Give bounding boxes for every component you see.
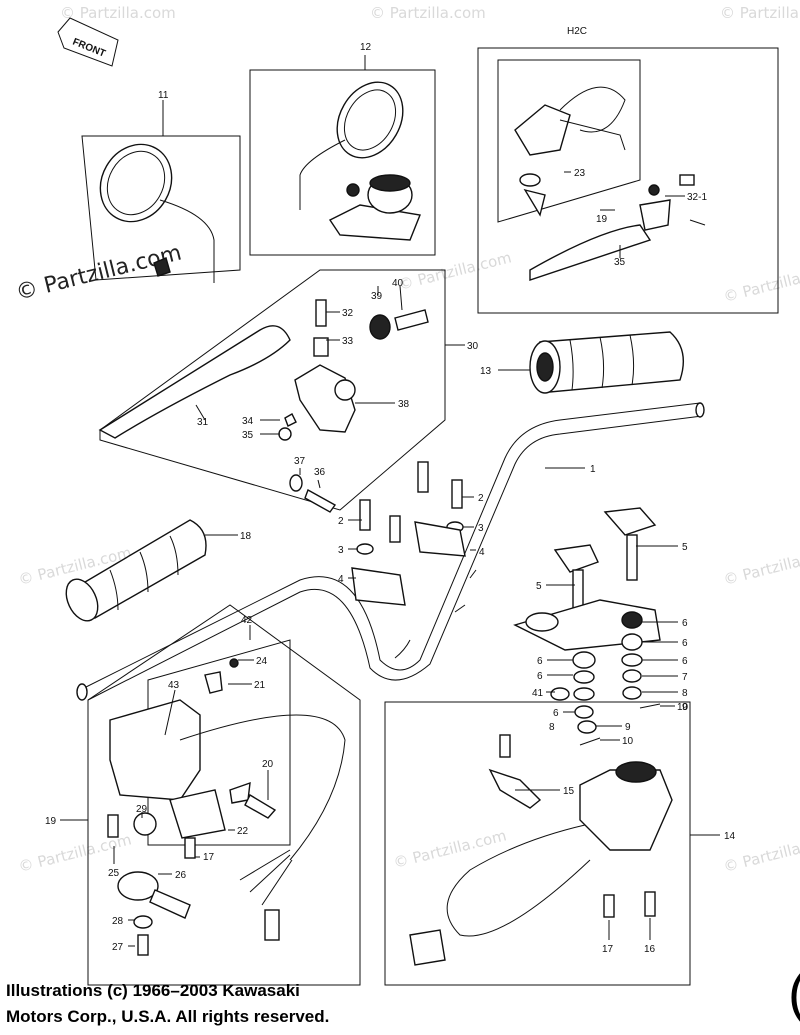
grip-right [529, 331, 684, 394]
callout-6: 6 [682, 618, 688, 629]
watermark: © Partzilla.com [722, 543, 800, 588]
callout-5: 5 [536, 581, 542, 592]
callout-6: 6 [682, 638, 688, 649]
mirror-right-inset: 12 [249, 42, 436, 256]
watermark: © Partzilla.com [720, 4, 800, 22]
callout-4: 4 [479, 547, 485, 558]
callout-13: 13 [480, 366, 492, 377]
watermark: © Partzilla.com [722, 260, 800, 305]
callout-36: 36 [314, 467, 326, 478]
mirror-left-inset: 11 [81, 90, 241, 283]
callout-8: 8 [549, 722, 555, 733]
front-arrow: FRONT [57, 17, 119, 67]
callout-32: 32 [342, 308, 354, 319]
callout-9: 9 [625, 722, 631, 733]
callout-18: 18 [240, 531, 252, 542]
callout-23: 23 [574, 168, 586, 179]
callout-8: 8 [682, 688, 688, 699]
callout-29: 29 [136, 804, 148, 815]
inset-label-mirror-left: 11 [158, 90, 169, 101]
callout-17: 17 [203, 852, 215, 863]
callout-24: 24 [256, 656, 268, 667]
callout-21: 21 [254, 680, 266, 691]
h2c-inset: H2C [477, 26, 779, 314]
inset-label-lever-group: 30 [467, 341, 479, 352]
inset-label-h2c: H2C [567, 26, 587, 37]
switch-right-inset [384, 701, 691, 986]
callout-6: 6 [553, 708, 559, 719]
callout-37: 37 [294, 456, 306, 467]
callout-7: 7 [682, 672, 688, 683]
callout-15: 15 [563, 786, 575, 797]
callout-40: 40 [392, 278, 404, 289]
callout-41: 41 [532, 688, 544, 699]
riser-assembly [513, 507, 661, 746]
front-label: FRONT [71, 37, 107, 60]
callout-3: 3 [478, 523, 484, 534]
callout-6: 6 [682, 656, 688, 667]
copyright-line-2: Motors Corp., U.S.A. All rights reserved… [6, 1007, 330, 1026]
callout-1: 1 [590, 464, 596, 475]
callout-2: 2 [338, 516, 344, 527]
callout-43: 43 [168, 680, 180, 691]
switch-left-inset: 42 [87, 604, 361, 986]
handlebar-clamps [351, 461, 466, 606]
lever-group-inset: 30 [98, 269, 479, 513]
callout-9: 9 [682, 702, 688, 713]
callout-labels: 1 2 2 3 3 4 4 5 5 6 6 6 6 6 6 7 8 8 9 9 … [45, 168, 736, 955]
callout-22: 22 [237, 826, 249, 837]
inset-label-mirror-right: 12 [360, 42, 372, 53]
callout-6: 6 [537, 656, 543, 667]
copyright-line-1: Illustrations (c) 1966–2003 Kawasaki [6, 981, 300, 1000]
callout-31: 31 [197, 417, 209, 428]
watermark: © Partzilla.com [60, 4, 176, 22]
callout-20: 20 [262, 759, 274, 770]
callout-26: 26 [175, 870, 187, 881]
callout-38: 38 [398, 399, 410, 410]
callout-27: 27 [112, 942, 124, 953]
callout-34: 34 [242, 416, 254, 427]
watermark: © Partzilla.com [392, 826, 509, 871]
callout-39: 39 [371, 291, 383, 302]
callout-28: 28 [112, 916, 124, 927]
callout-33: 33 [342, 336, 354, 347]
callout-3: 3 [338, 545, 344, 556]
callout-19: 19 [45, 816, 57, 827]
inset-label-switch-left: 42 [241, 615, 253, 626]
callout-17: 17 [602, 944, 614, 955]
watermark: © Partzilla.com [370, 4, 486, 22]
callout-35: 35 [242, 430, 254, 441]
handlebar [76, 402, 705, 701]
callout-leaders [60, 171, 720, 947]
callout-19: 19 [596, 214, 608, 225]
callout-10: 10 [622, 736, 634, 747]
callout-5: 5 [682, 542, 688, 553]
callout-10: 10 [677, 702, 689, 713]
callout-25: 25 [108, 868, 120, 879]
callout-2: 2 [478, 493, 484, 504]
page-edge-character: ( [788, 960, 800, 1025]
grip-left [65, 519, 207, 622]
callout-14: 14 [724, 831, 736, 842]
callout-16: 16 [644, 944, 656, 955]
callout-4: 4 [338, 574, 344, 585]
copyright-footer: Illustrations (c) 1966–2003 Kawasaki Mot… [6, 978, 426, 1030]
callout-35: 35 [614, 257, 626, 268]
callout-32-1: 32-1 [687, 192, 707, 203]
callout-6: 6 [537, 671, 543, 682]
